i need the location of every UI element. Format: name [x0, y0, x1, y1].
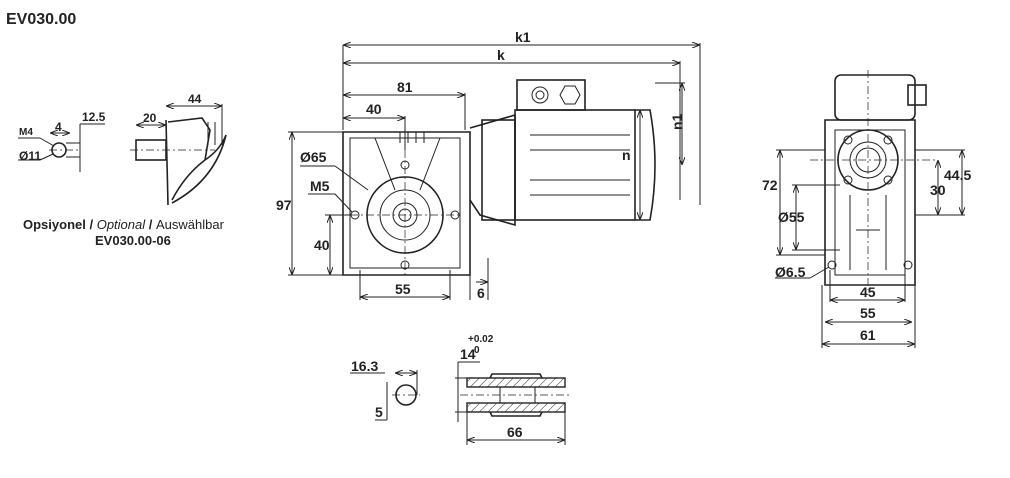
dim-16-3: 16.3 [351, 358, 378, 374]
optional-flange-view: M4 4 12.5 Ø11 20 44 Opsiyonel / Optional… [18, 92, 227, 248]
drawing-title: EV030.00 [6, 11, 76, 28]
dim-d6-5: Ø6.5 [775, 264, 806, 280]
side-housing [824, 119, 916, 286]
hub-outline [489, 373, 543, 417]
dim-m5: M5 [310, 178, 330, 194]
dim-40-side: 40 [314, 237, 330, 253]
caption-tr: Opsiyonel [23, 217, 86, 232]
dim-5: 5 [375, 404, 383, 420]
motor-end-cap [635, 109, 656, 221]
caption-de: Auswählbar [156, 217, 225, 232]
dim-m4: M4 [19, 127, 33, 138]
tolerance-upper: +0.02 [468, 334, 494, 345]
dim-d55: Ø55 [778, 209, 805, 225]
optional-code: EV030.00-06 [95, 233, 171, 248]
dim-4: 4 [55, 120, 62, 134]
motor-body [514, 109, 636, 221]
flange-body [165, 117, 211, 206]
dim-d65: Ø65 [300, 149, 327, 165]
dim-66: 66 [507, 424, 523, 440]
caption-en: Optional [97, 217, 147, 232]
dim-97: 97 [276, 197, 292, 213]
terminal-box [516, 79, 586, 111]
dim-n: n [622, 147, 631, 163]
dim-81: 81 [397, 79, 413, 95]
dim-12-5: 12.5 [82, 110, 106, 124]
bore-section-view: 16.3 5 14 +0.02 0 66 [350, 334, 572, 445]
dim-44: 44 [188, 92, 202, 106]
tolerance-lower: 0 [474, 345, 480, 356]
cable-gland [907, 84, 927, 106]
front-view: k1 k 81 40 97 40 Ø65 M5 55 6 n n1 [276, 29, 701, 301]
dim-k: k [497, 47, 505, 63]
motor-top [834, 74, 916, 121]
motor-adaptor [469, 113, 516, 227]
side-view: 72 Ø55 30 44.5 Ø6.5 45 55 61 [762, 70, 971, 348]
dim-45: 45 [860, 284, 876, 300]
dim-44-5: 44.5 [944, 167, 971, 183]
dim-55: 55 [395, 281, 411, 297]
dim-72: 72 [762, 177, 778, 193]
caption-sep: / [145, 217, 156, 232]
dim-6: 6 [477, 285, 485, 301]
optional-caption: Opsiyonel / Optional / Auswählbar [23, 217, 225, 232]
dim-61: 61 [860, 327, 876, 343]
dim-30: 30 [930, 182, 946, 198]
dim-20: 20 [143, 111, 157, 125]
dim-55-side: 55 [860, 305, 876, 321]
caption-sep: / [86, 217, 97, 232]
dim-n1: n1 [669, 113, 685, 130]
dim-d11: Ø11 [19, 149, 41, 163]
dim-40-top: 40 [366, 101, 382, 117]
dim-14: 14 [460, 346, 476, 362]
dim-k1: k1 [515, 29, 531, 45]
